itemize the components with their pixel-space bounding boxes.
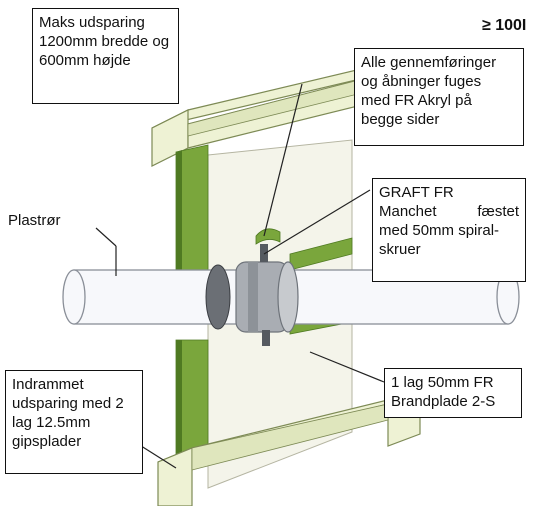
leader-lines <box>95 83 385 469</box>
callout-fire-board: 1 lag 50mm FR Brandplade 2-S <box>384 368 522 418</box>
gypsum-layer-bottom-edge <box>176 340 182 468</box>
opening-ring <box>205 264 231 330</box>
callout-max-opening: Maks udsparing 1200mm bredde og 600mm hø… <box>32 8 179 104</box>
gypsum-layer-top-edge <box>176 150 182 292</box>
acrylic-sealant-top <box>255 228 281 245</box>
graft-collar <box>235 244 299 346</box>
label-plastic-pipe: Plastrør <box>8 212 61 229</box>
minimum-distance-label: ≥ 100I <box>482 17 527 34</box>
callout-framed-opening: Indrammet udsparing med 2 lag 12.5mm gip… <box>5 370 143 474</box>
callout-acrylic-sealant: Alle gennemføringer og åbninger fuges me… <box>354 48 524 146</box>
